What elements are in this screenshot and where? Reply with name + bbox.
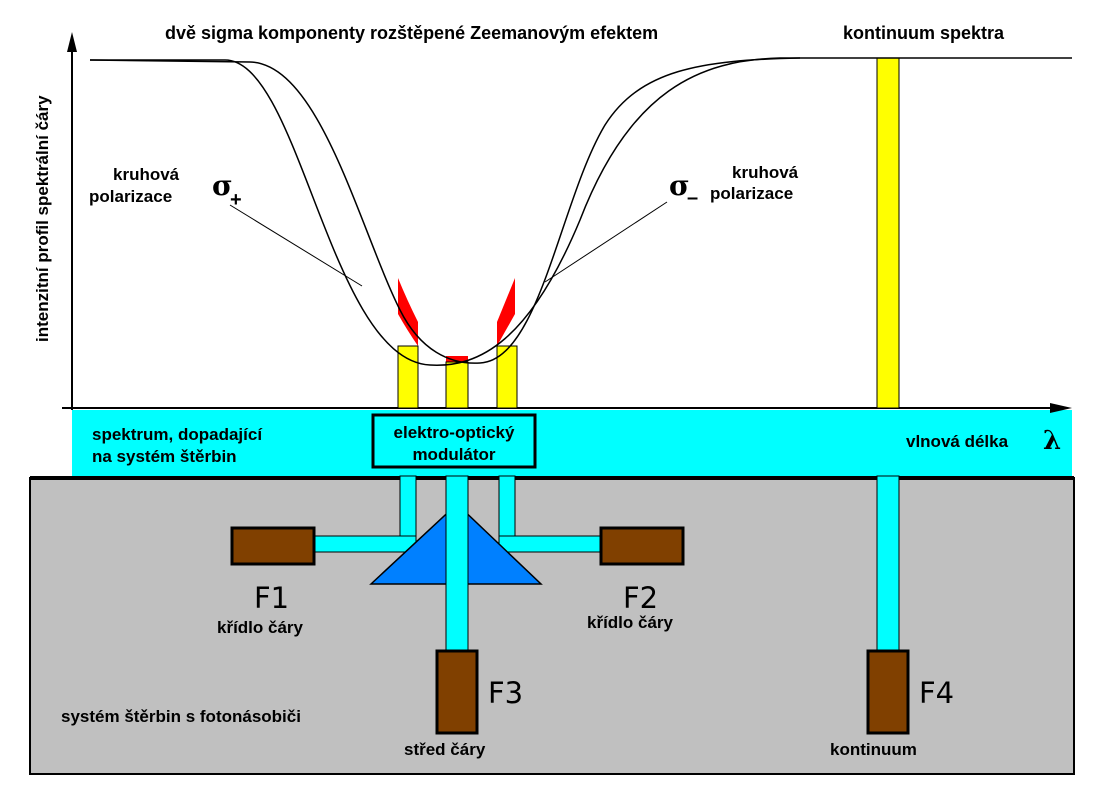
sigma-plus-sign: + xyxy=(230,189,242,211)
detector-f3-caption: střed čáry xyxy=(404,740,486,759)
modulator-box xyxy=(371,413,537,469)
slit-right-wing xyxy=(496,345,518,409)
band-label-line2: na systém štěrbin xyxy=(92,447,237,466)
slit-system-label: systém štěrbin s fotonásobiči xyxy=(61,707,301,726)
detector-f4-id: F4 xyxy=(919,676,954,710)
slit-system-box xyxy=(29,477,1075,775)
x-axis-label: vlnová délka xyxy=(906,432,1009,451)
diagram-title: dvě sigma komponenty rozštěpené Zeemanov… xyxy=(165,23,658,43)
detector-f4-caption: kontinuum xyxy=(830,740,917,759)
lambda-symbol: λ xyxy=(1043,426,1061,456)
spectrum-band xyxy=(72,410,1072,476)
detector-f3-id: F3 xyxy=(488,676,523,710)
left-wing-red-segment xyxy=(398,278,418,346)
detector-f4 xyxy=(866,649,910,735)
detector-f2-caption: křídlo čáry xyxy=(587,613,674,632)
guide-right-horizontal xyxy=(498,535,602,553)
right-wing-red-segment xyxy=(497,278,515,346)
guide-left-horizontal xyxy=(313,535,417,553)
left-polarization-line2: polarizace xyxy=(89,187,172,206)
left-polarization-line1: kruhová xyxy=(113,165,180,184)
center-red-segment xyxy=(446,356,468,364)
detector-f1-id: F1 xyxy=(254,581,289,615)
detector-f1 xyxy=(230,526,316,566)
continuum-title: kontinuum spektra xyxy=(843,23,1005,43)
detector-f2-id: F2 xyxy=(623,581,658,615)
sigma-minus-symbol: σ xyxy=(669,169,690,202)
slit-continuum xyxy=(876,57,900,409)
sigma-plus-symbol: σ xyxy=(212,169,233,202)
sigma-plus-pointer xyxy=(229,204,363,287)
guide-continuum xyxy=(876,475,900,653)
band-label-line1: spektrum, dopadající xyxy=(92,425,263,444)
sigma-minus-pointer xyxy=(544,201,668,283)
y-axis-arrow-icon xyxy=(67,32,77,52)
sigma-plus-profile-curve xyxy=(90,57,1072,366)
modulator-line1: elektro-optický xyxy=(394,423,515,442)
detector-f1-caption: křídlo čáry xyxy=(217,618,304,637)
sigma-minus-sign: – xyxy=(687,187,698,209)
slit-center xyxy=(445,361,469,409)
guide-center-over-prism xyxy=(445,475,469,653)
right-polarization-line1: kruhová xyxy=(732,163,799,182)
y-axis-label: intenzitní profil spektrální čáry xyxy=(33,95,52,342)
right-polarization-line2: polarizace xyxy=(710,184,793,203)
detector-f3 xyxy=(435,649,479,735)
sigma-minus-profile-curve xyxy=(89,57,801,364)
detector-f2 xyxy=(599,526,685,566)
modulator-line2: modulátor xyxy=(412,445,495,464)
x-axis-arrow-icon xyxy=(1050,403,1072,413)
